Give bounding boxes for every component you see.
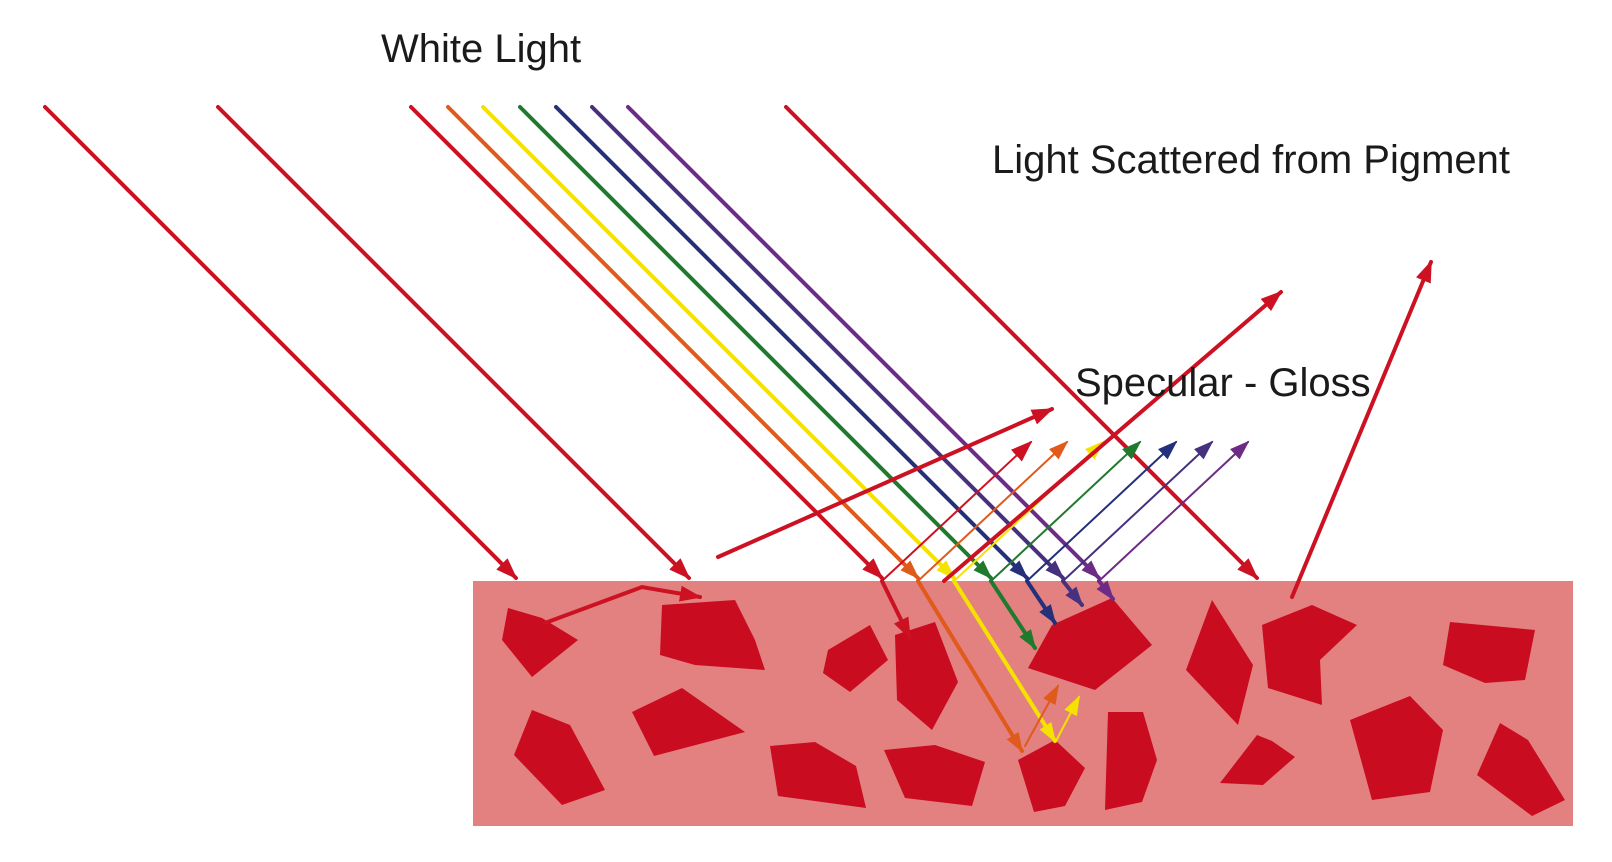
multi-bounce-ray: [543, 584, 702, 625]
internal-yellow-scatter: [1055, 695, 1080, 742]
pigment-particles: [502, 598, 1565, 816]
refracted-orange-ray: [916, 579, 1024, 753]
specular-blue-ray: [1026, 440, 1178, 582]
incident-violet-ray: [626, 105, 1101, 580]
refracted-red-ray: [880, 579, 912, 640]
specular-indigo-ray: [1062, 440, 1214, 582]
pigment-particle: [895, 622, 958, 730]
pigment-particle: [770, 742, 866, 808]
specular-gloss-label: Specular - Gloss: [1075, 361, 1371, 405]
incident-orange-ray: [446, 105, 920, 580]
specular-green-ray: [990, 440, 1142, 582]
incident-yellow-ray: [481, 105, 956, 580]
scattered-ray-right: [1290, 260, 1433, 599]
incident-green-ray: [518, 105, 993, 580]
refracted-indigo-ray: [1061, 579, 1084, 607]
pigment-particle: [660, 600, 765, 670]
scattered-ray-middle: [942, 290, 1283, 583]
incident-ray: [409, 105, 884, 580]
incident-ray: [784, 105, 1259, 580]
pigment-particle: [1443, 622, 1535, 683]
specular-violet-ray: [1098, 440, 1250, 582]
pigment-particle: [1220, 735, 1295, 785]
pigment-particle: [884, 745, 985, 806]
pigment-particle: [514, 710, 605, 805]
pigment-particle: [1105, 712, 1157, 810]
pigment-particle: [1018, 740, 1085, 812]
scattered-ray-left: [716, 407, 1054, 559]
white-light-label: White Light: [381, 27, 582, 71]
incident-ray: [43, 105, 518, 580]
pigment-scattered-rays: [543, 260, 1433, 625]
refracted-violet-ray: [1096, 579, 1115, 601]
pigment-particle: [1350, 696, 1443, 800]
specular-orange-ray: [917, 440, 1069, 582]
incident-indigo-ray: [590, 105, 1065, 580]
refracted-blue-ray: [1025, 579, 1057, 625]
pigment-particle: [1477, 723, 1565, 816]
refracted-rays: [880, 579, 1115, 753]
pigment-particle: [1262, 605, 1357, 705]
pigment-particle: [1028, 598, 1152, 690]
internal-scatter-arrows: [1024, 684, 1080, 747]
internal-orange-scatter: [1024, 684, 1059, 747]
specular-red-ray: [881, 440, 1033, 582]
scattered-light-label: Light Scattered from Pigment: [992, 138, 1511, 182]
refracted-green-ray: [989, 579, 1037, 650]
pigment-particle: [632, 688, 745, 756]
incident-spectrum-rays: [446, 105, 1101, 580]
pigment-particle: [502, 608, 578, 677]
incident-red-rays: [43, 105, 1259, 580]
incident-ray: [216, 105, 691, 580]
refracted-yellow-ray: [952, 579, 1057, 743]
incident-blue-ray: [554, 105, 1029, 580]
pigment-particle: [1186, 600, 1253, 725]
pigment-particle: [823, 625, 888, 692]
